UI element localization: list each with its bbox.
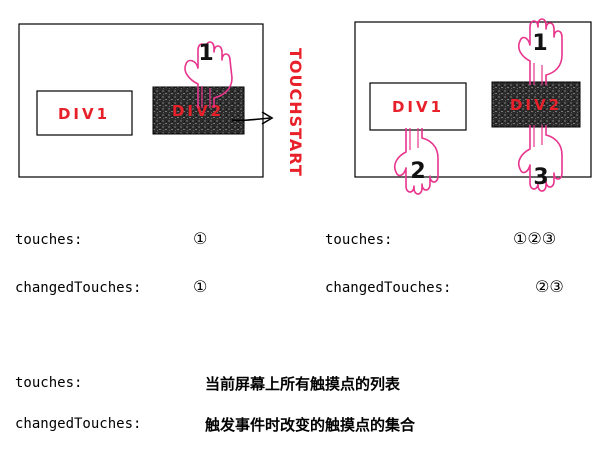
right-touches-value: ①②③ <box>513 229 557 248</box>
right-screen-frame <box>354 21 592 178</box>
left-div2-label: DIV2 <box>172 102 224 120</box>
right-changed-value: ②③ <box>535 277 564 296</box>
left-hand-1-icon <box>184 41 233 108</box>
left-screen-frame <box>18 23 264 178</box>
right-hand-2-icon <box>393 128 439 195</box>
right-touch-number-3: 3 <box>533 165 548 190</box>
right-touch-number-2: 2 <box>410 159 425 184</box>
right-hand-3-icon <box>517 125 563 192</box>
left-touches-label: touches: <box>15 232 83 248</box>
right-div1-label: DIV1 <box>392 98 444 116</box>
right-touches-label: touches: <box>325 232 393 248</box>
event-label-touchstart: TOUCHSTART <box>286 48 305 177</box>
left-changed-label: changedTouches: <box>15 280 142 296</box>
left-div1-box <box>36 90 133 136</box>
left-changed-value: ① <box>193 277 208 296</box>
right-hand-1-icon <box>517 18 563 85</box>
touch-diagram: DIV1 DIV2 1 TOUCHSTART DIV1 DIV2 1 2 3 <box>18 18 592 195</box>
left-div1-label: DIV1 <box>58 105 110 123</box>
right-changed-label: changedTouches: <box>325 280 452 296</box>
left-touches-value: ① <box>193 229 208 248</box>
right-div1-box <box>369 82 467 131</box>
definition-desc-changed: 触发事件时改变的触摸点的集合 <box>205 416 416 434</box>
definition-desc-touches: 当前屏幕上所有触摸点的列表 <box>205 375 401 393</box>
right-div2-label: DIV2 <box>510 96 562 114</box>
definition-term-touches: touches: <box>15 375 83 391</box>
right-touch-number-1: 1 <box>532 31 547 56</box>
left-touch-number-1: 1 <box>198 41 213 66</box>
arrow-icon <box>231 111 274 125</box>
definition-term-changed: changedTouches: <box>15 416 142 432</box>
right-div2-box <box>491 81 581 128</box>
